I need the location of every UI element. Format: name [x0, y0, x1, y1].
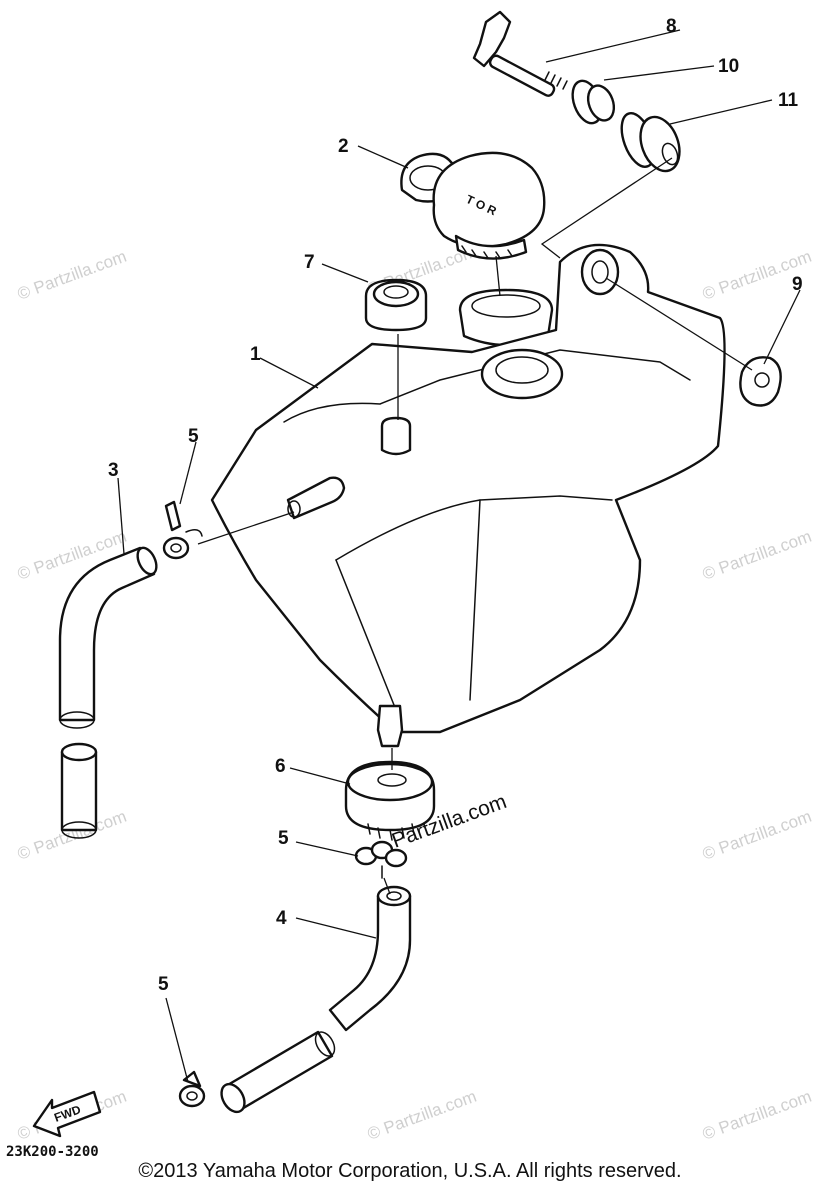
- part-2-tank-cap: T O R: [400, 151, 546, 260]
- part-8-fuel-cock-lever: [472, 10, 568, 97]
- part-3-hose: [58, 546, 158, 839]
- watermark-text: © Partzilla.com: [700, 807, 814, 864]
- part-7-grommet: [364, 278, 428, 332]
- callout-3: 3: [108, 460, 119, 481]
- callout-5: 5: [188, 426, 199, 447]
- part-6-grommet: [344, 760, 436, 841]
- callout-labels: 1 2 3 4 5 5 5 6 7 8 9 10 11: [108, 16, 803, 995]
- part-10-washer: [571, 79, 616, 125]
- copyright-notice: ©2013 Yamaha Motor Corporation, U.S.A. A…: [138, 1160, 682, 1182]
- callout-5: 5: [158, 974, 169, 995]
- callout-4: 4: [276, 908, 287, 929]
- watermark-text: © Partzilla.com: [700, 527, 814, 584]
- part-11-grommet: [620, 112, 681, 173]
- callout-2: 2: [338, 136, 349, 157]
- watermark-text: © Partzilla.com: [700, 1087, 814, 1144]
- callout-7: 7: [304, 252, 315, 273]
- watermark-text: © Partzilla.com: [15, 247, 129, 304]
- watermark-text: © Partzilla.com: [365, 1087, 479, 1144]
- leader-lines: [117, 29, 801, 1083]
- part-1-fuel-tank: [210, 243, 726, 748]
- callout-1: 1: [250, 344, 261, 365]
- fwd-arrow: FWD: [32, 1090, 102, 1138]
- filler-neck-gasket: [458, 288, 554, 347]
- part-5-hose-clip-lower: [178, 1070, 206, 1108]
- callout-5: 5: [278, 828, 289, 849]
- callout-6: 6: [275, 756, 286, 777]
- callout-10: 10: [718, 56, 739, 77]
- callout-9: 9: [792, 274, 803, 295]
- callout-8: 8: [666, 16, 677, 37]
- part-5-hose-clip-upper: [162, 500, 203, 560]
- callout-11: 11: [778, 90, 799, 111]
- part-9-plate-nut: [739, 356, 782, 407]
- part-4-hose: [220, 885, 412, 1114]
- assembly-lines: [197, 157, 753, 895]
- diagram-code: 23K200-3200: [6, 1144, 99, 1160]
